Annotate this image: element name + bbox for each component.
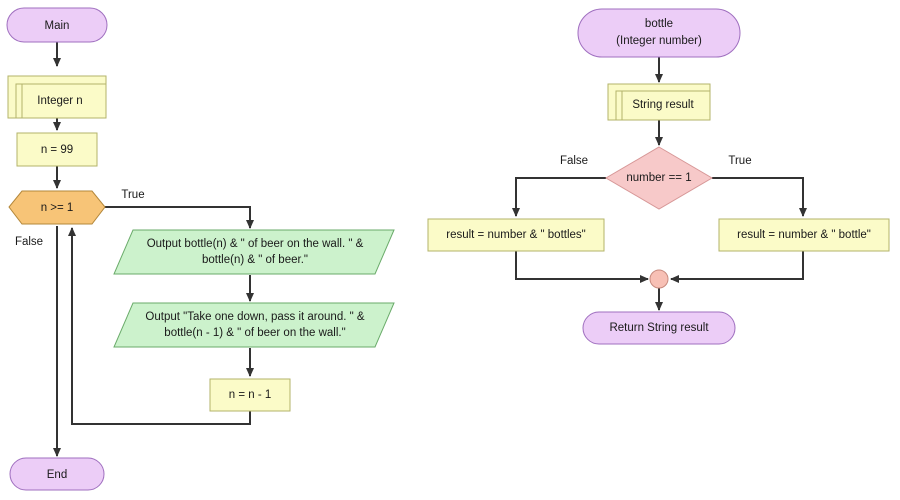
edge-condition-true-to-singular [712, 177, 807, 217]
node-main-start[interactable]: Main [6, 7, 108, 43]
node-result-singular[interactable]: result = number & " bottle" [718, 218, 890, 252]
node-main-end[interactable]: End [9, 457, 105, 491]
loop-false-label: False [15, 236, 43, 248]
node-assign-n[interactable]: n = 99 [16, 132, 98, 167]
node-bottle-condition[interactable]: number == 1 [605, 146, 713, 210]
declare-result-shape[interactable] [607, 83, 711, 121]
edge-singular-to-merge [670, 251, 804, 283]
main-end-shape[interactable] [9, 457, 105, 491]
result-plural-shape[interactable] [427, 218, 605, 252]
declare-n-inner-rule [15, 83, 106, 118]
main-start-shape[interactable] [6, 7, 108, 43]
bottle-condition-shape[interactable] [605, 146, 713, 210]
main-flow-edges [53, 42, 254, 457]
edge-condition-false-to-plural [512, 177, 606, 217]
bottle-function-edges [512, 57, 807, 311]
node-output-verse-2[interactable]: Output "Take one down, pass it around. "… [113, 302, 395, 348]
node-declare-n[interactable]: Integer n [7, 75, 107, 119]
assign-n-shape[interactable] [16, 132, 98, 167]
result-singular-shape[interactable] [718, 218, 890, 252]
loop-condition-shape[interactable] [8, 190, 106, 225]
bottle-start-shape[interactable] [577, 8, 741, 58]
node-bottle-start[interactable]: bottle (Integer number) [577, 8, 741, 58]
declare-n-shape[interactable] [7, 75, 107, 119]
declare-result-inner-rule [615, 90, 710, 120]
output-verse-1-shape[interactable] [113, 229, 395, 275]
node-merge-point[interactable] [649, 269, 669, 289]
output-verse-2-shape[interactable] [113, 302, 395, 348]
node-output-verse-1[interactable]: Output bottle(n) & " of beer on the wall… [113, 229, 395, 275]
node-loop-condition[interactable]: n >= 1 [8, 190, 106, 225]
edge-loop-true-to-output1 [105, 206, 254, 229]
node-decrement[interactable]: n = n - 1 [209, 378, 291, 412]
bottle-return-shape[interactable] [582, 311, 736, 345]
edge-decrement-to-loop [68, 227, 251, 425]
node-declare-result[interactable]: String result [607, 83, 711, 121]
merge-point-shape[interactable] [649, 269, 669, 289]
bottle-true-label: True [728, 155, 751, 167]
node-result-plural[interactable]: result = number & " bottles" [427, 218, 605, 252]
bottle-false-label: False [560, 155, 588, 167]
edge-plural-to-merge [515, 251, 649, 283]
node-bottle-return[interactable]: Return String result [582, 311, 736, 345]
loop-true-label: True [121, 189, 144, 201]
decrement-shape[interactable] [209, 378, 291, 412]
